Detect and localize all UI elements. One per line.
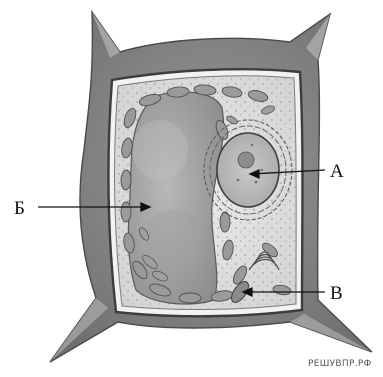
label-v: В: [330, 283, 343, 304]
watermark: РЕШУВПР.РФ: [308, 359, 372, 369]
label-b: Б: [14, 198, 25, 219]
label-a: А: [330, 161, 344, 182]
